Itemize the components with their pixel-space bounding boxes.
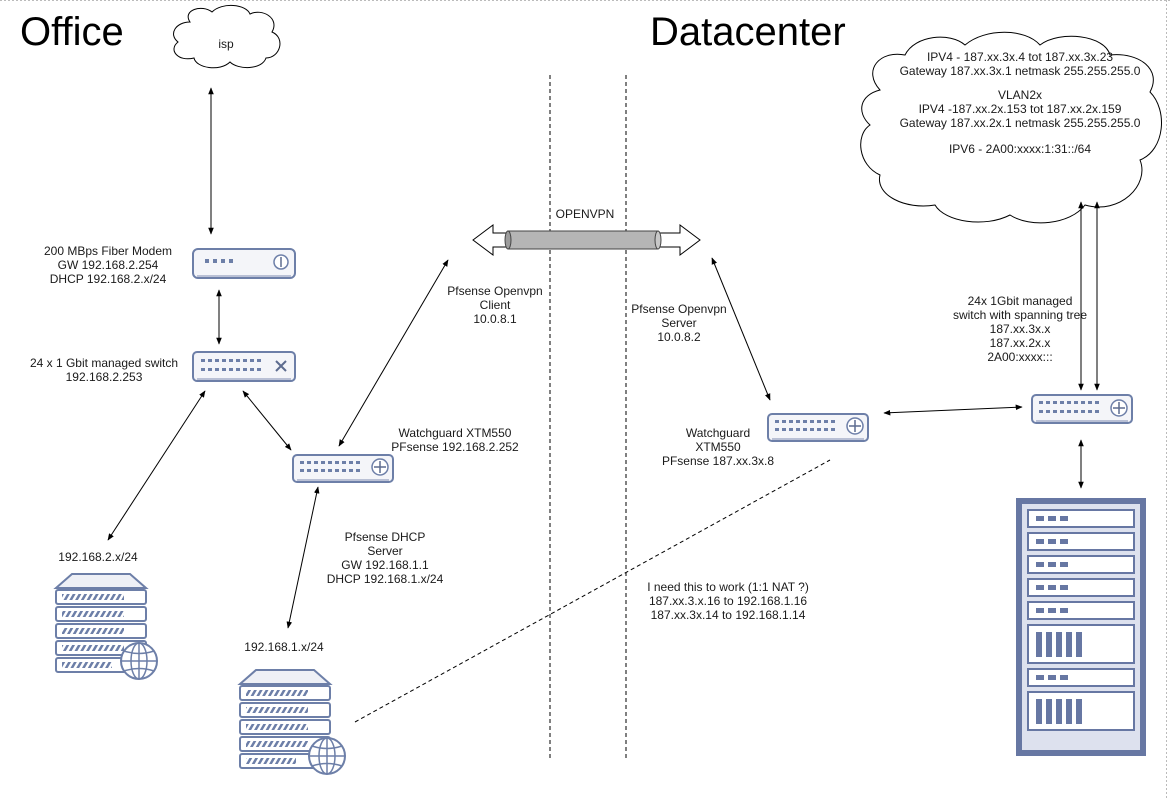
link-watchguard-tunnel [338, 259, 449, 447]
openvpn-server-label-line3: 10.0.8.2 [657, 330, 701, 344]
openvpn-label: OPENVPN [555, 207, 615, 221]
dc-switch-label-line1: 24x 1Gbit managed [967, 294, 1073, 308]
openvpn-client-label-line2: Client [479, 298, 511, 312]
dc-cloud-line4: IPV4 -187.xx.2x.153 tot 187.xx.2x.159 [918, 102, 1122, 116]
nat-note-line3: 187.xx.3x.14 to 192.168.1.14 [650, 608, 806, 622]
fiber-modem [192, 248, 296, 279]
dc-watchguard-label-line2: XTM550 [695, 440, 741, 454]
dc-switch-label-line3: 187.xx.3x.x [989, 322, 1051, 336]
openvpn-client-label-line3: 10.0.8.1 [473, 312, 517, 326]
link-watchguard-lan1 [286, 486, 320, 629]
openvpn-server-label-line2: Server [661, 316, 697, 330]
modem-label-line3: DHCP 192.168.2.x/24 [49, 272, 167, 286]
dhcp-server-label: Pfsense DHCP Server GW 192.168.1.1 DHCP … [310, 530, 460, 586]
dhcp-server-label-line1: Pfsense DHCP [344, 530, 426, 544]
modem-label-line2: GW 192.168.2.254 [57, 258, 159, 272]
dc-cloud-line2: Gateway 187.xx.3x.1 netmask 255.255.255.… [899, 64, 1141, 78]
office-switch-label-line2: 192.168.2.253 [65, 370, 143, 384]
office-switch-label: 24 x 1 Gbit managed switch 192.168.2.253 [20, 356, 188, 384]
openvpn-client-label-line1: Pfsense Openvpn [447, 284, 543, 298]
dc-switch-label-line5: 2A00:xxxx::: [987, 350, 1053, 364]
office-watchguard-label-line1: Watchguard XTM550 [398, 426, 512, 440]
server-stack-lan1 [237, 669, 346, 775]
isp-label: isp [218, 37, 234, 51]
openvpn-tunnel [472, 224, 701, 256]
server-stack-lan2 [53, 573, 158, 680]
dc-server-rack [1016, 498, 1146, 756]
office-switch-label-line1: 24 x 1 Gbit managed switch [29, 356, 179, 370]
nat-note-line1: I need this to work (1:1 NAT ?) [647, 580, 809, 594]
dc-watchguard [767, 413, 869, 442]
dc-cloud-line6: IPV6 - 2A00:xxxx:1:31::/64 [948, 142, 1092, 156]
lan1-label: 192.168.1.x/24 [244, 640, 324, 654]
isp-cloud [173, 5, 281, 69]
office-title: Office [20, 10, 124, 54]
lan2-label: 192.168.2.x/24 [58, 550, 138, 564]
link-switch-watchguard [242, 390, 292, 451]
nat-note-line2: 187.xx.3.x.16 to 192.168.1.16 [648, 594, 808, 608]
dc-watchguard-label-line3: PFsense 187.xx.3x.8 [661, 454, 775, 468]
dc-switch-label: 24x 1Gbit managed switch with spanning t… [920, 294, 1120, 364]
modem-label-line1: 200 MBps Fiber Modem [43, 244, 173, 258]
link-dc-watchguard-switch [883, 404, 1023, 416]
office-watchguard-label: Watchguard XTM550 PFsense 192.168.2.252 [380, 426, 530, 454]
dc-cloud-line1: IPV4 - 187.xx.3x.4 tot 187.xx.3x.23 [926, 50, 1114, 64]
dc-cloud-line3: VLAN2x [997, 88, 1043, 102]
datacenter-cloud [860, 31, 1162, 224]
link-tunnel-dc-watchguard [711, 257, 771, 401]
openvpn-client-label: Pfsense Openvpn Client 10.0.8.1 [430, 284, 560, 326]
dhcp-server-label-line4: DHCP 192.168.1.x/24 [326, 572, 444, 586]
office-watchguard [292, 454, 394, 483]
openvpn-server-label-line1: Pfsense Openvpn [631, 302, 727, 316]
dc-cloud-text: IPV4 - 187.xx.3x.4 tot 187.xx.3x.23 Gate… [890, 50, 1150, 156]
dc-watchguard-label: Watchguard XTM550 PFsense 187.xx.3x.8 [650, 426, 786, 468]
nat-note: I need this to work (1:1 NAT ?) 187.xx.3… [630, 580, 826, 622]
openvpn-server-label: Pfsense Openvpn Server 10.0.8.2 [616, 302, 742, 344]
dc-watchguard-label-line1: Watchguard [685, 426, 751, 440]
link-switch-lan2 [107, 390, 206, 541]
dhcp-server-label-line3: GW 192.168.1.1 [341, 558, 429, 572]
dc-switch [1031, 394, 1133, 424]
dc-cloud-line5: Gateway 187.xx.2x.1 netmask 255.255.255.… [899, 116, 1141, 130]
modem-label: 200 MBps Fiber Modem GW 192.168.2.254 DH… [30, 244, 186, 286]
dc-switch-label-line4: 187.xx.2x.x [989, 336, 1051, 350]
dhcp-server-label-line2: Server [367, 544, 403, 558]
dc-switch-label-line2: switch with spanning tree [952, 308, 1088, 322]
office-switch [192, 351, 296, 382]
office-watchguard-label-line2: PFsense 192.168.2.252 [391, 440, 519, 454]
datacenter-title: Datacenter [650, 10, 846, 54]
